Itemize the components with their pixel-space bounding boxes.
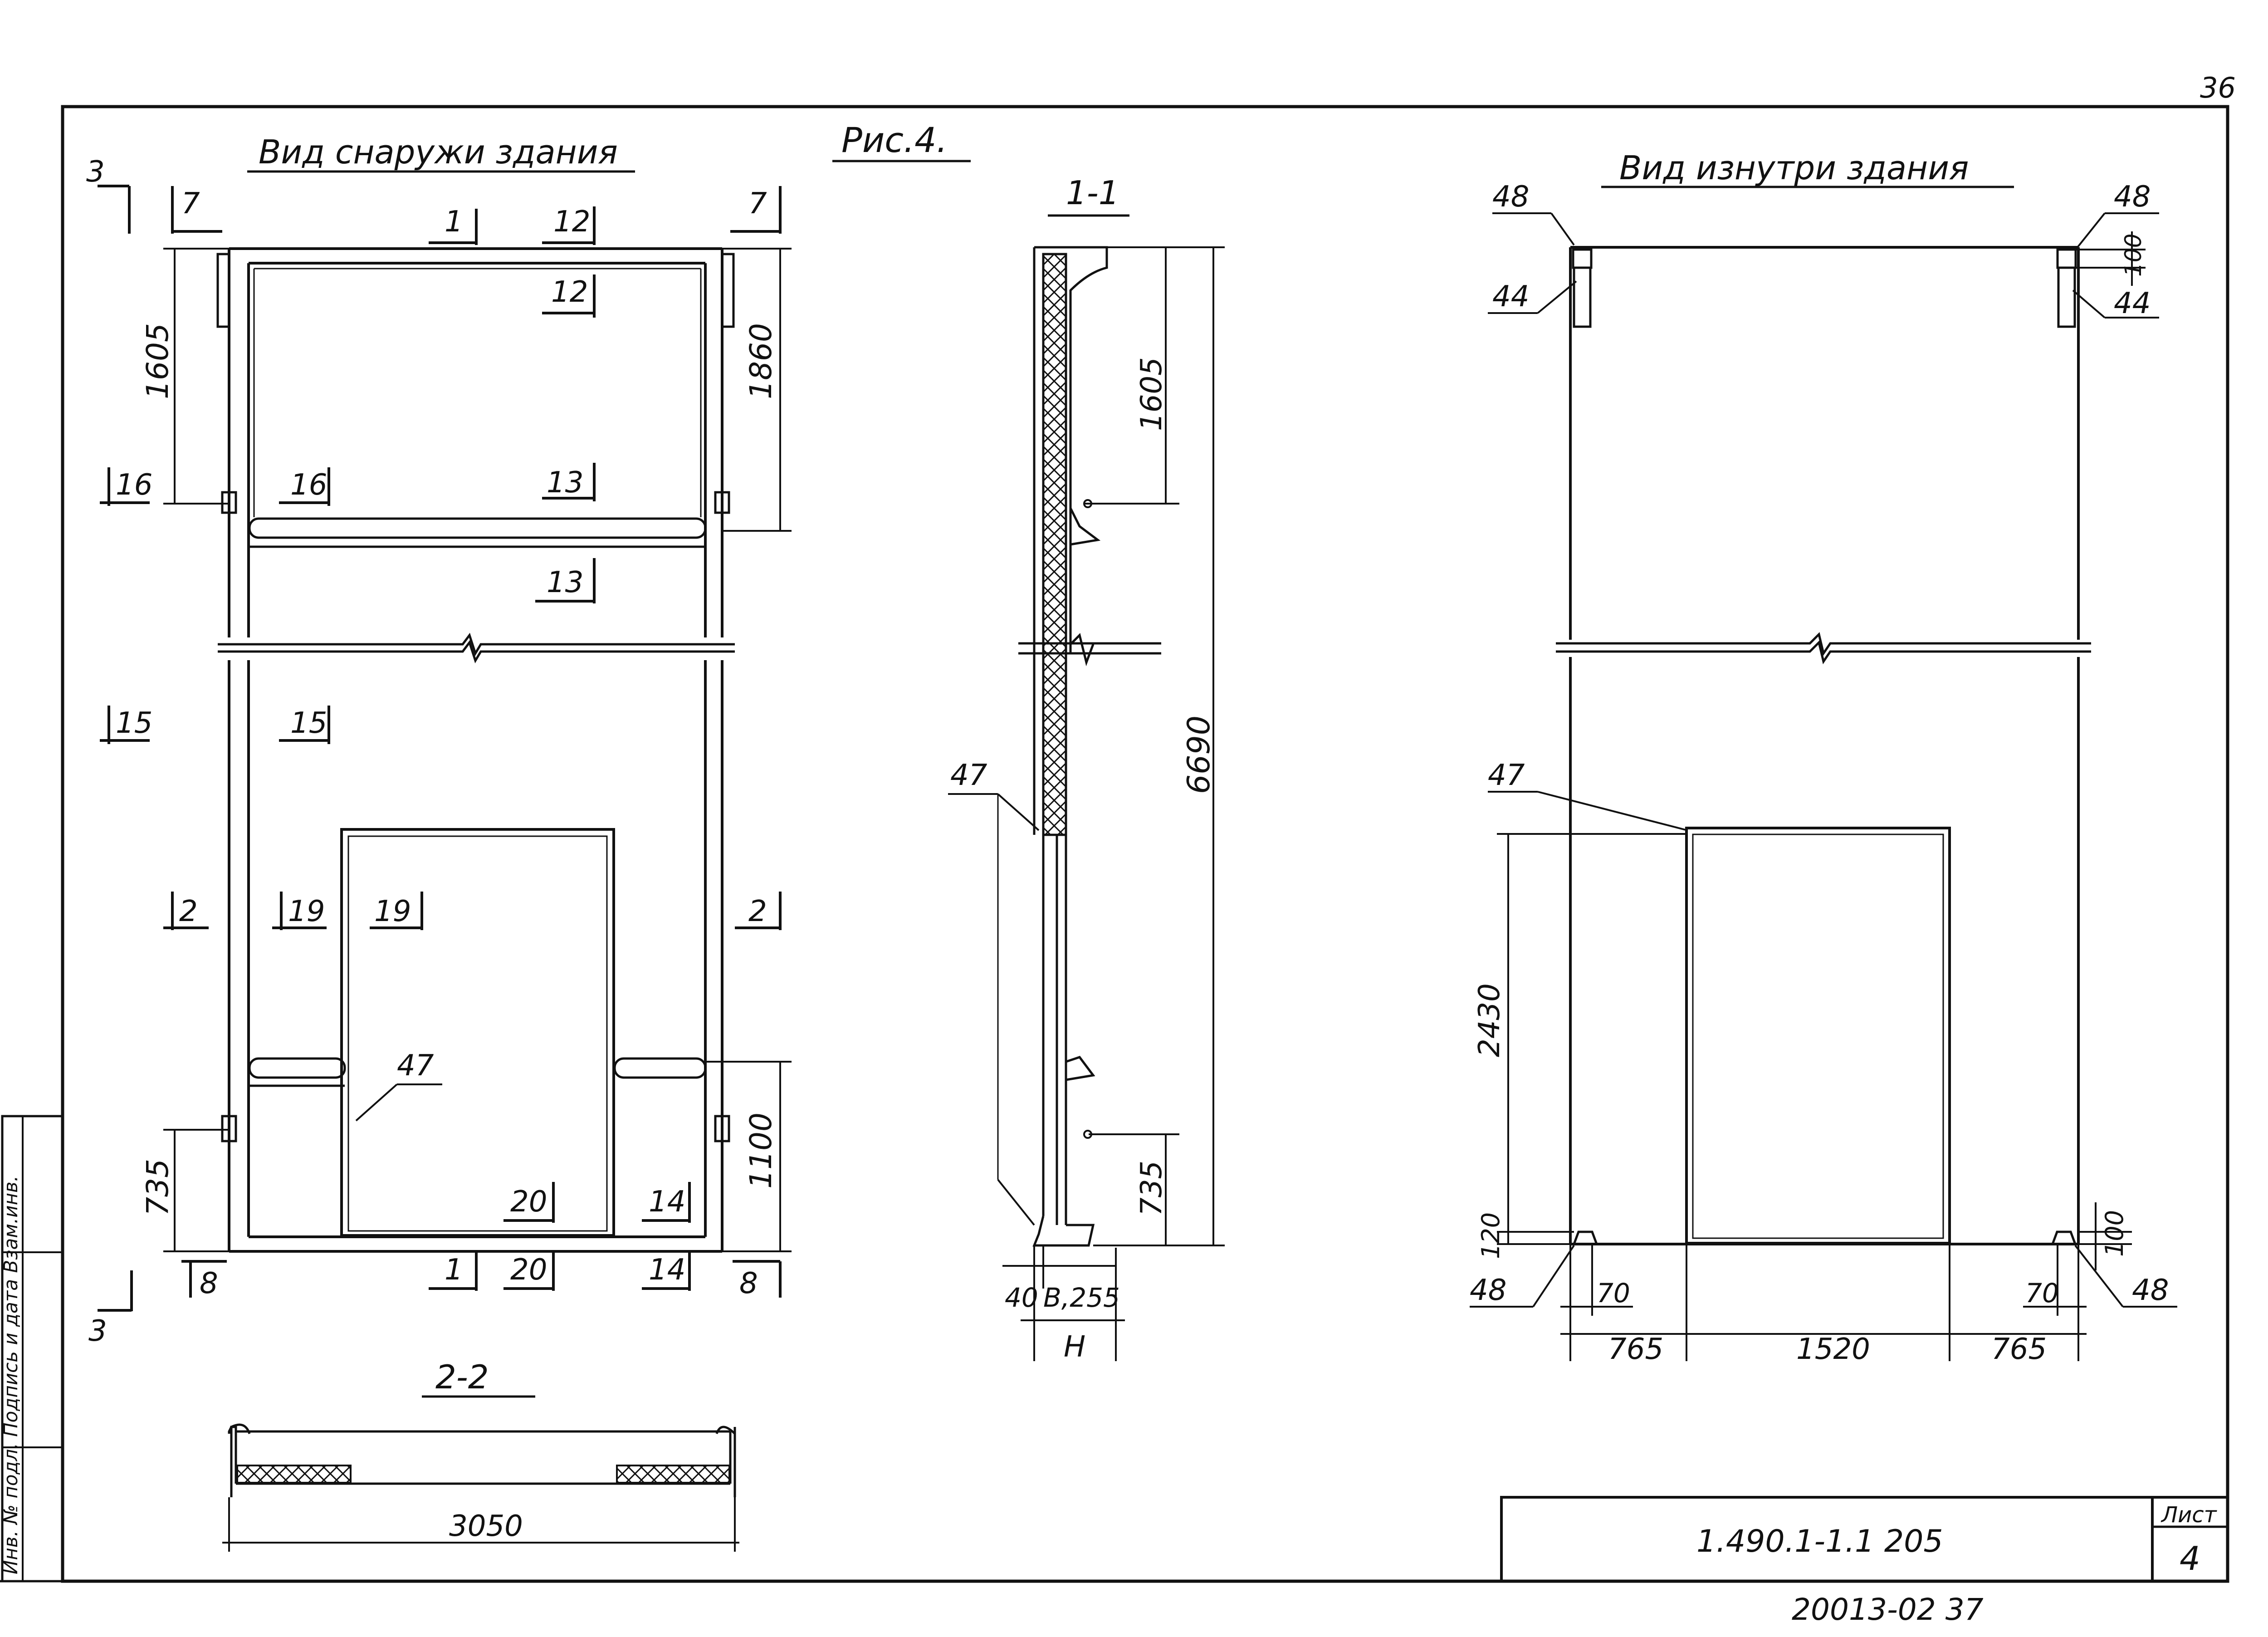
title-block: 1.490.1-1.1 205 Лист 4 20013-02 37 xyxy=(1500,1496,2229,1627)
mark-19-left: 19 xyxy=(288,895,325,928)
dim-1605-outside: 1605 xyxy=(140,323,175,399)
callout-47-inside: 47 xyxy=(1488,759,1525,792)
callout-48-top-left: 48 xyxy=(1492,180,1529,214)
inside-view-title: Вид изнутри здания xyxy=(1619,149,1969,187)
dim-1100: 1100 xyxy=(743,1113,778,1189)
mark-16-right: 16 xyxy=(290,468,327,502)
inside-callout-leaders xyxy=(1470,212,2177,1308)
outside-panel-frame xyxy=(228,247,723,1253)
mark-19-right: 19 xyxy=(374,895,411,928)
inside-embedded-parts xyxy=(1572,248,2077,1245)
mark-3-top: 3 xyxy=(86,155,105,189)
mark-14-bottom: 14 xyxy=(649,1253,685,1287)
dim-h: H xyxy=(1064,1330,1085,1364)
outside-upper-rib xyxy=(248,517,707,548)
dim-6690: 6690 xyxy=(1181,716,1217,794)
sheet-header: Лист xyxy=(2160,1502,2218,1528)
mark-15-right: 15 xyxy=(290,706,327,740)
inside-panel-outline xyxy=(1569,246,2080,1245)
mark-14-upper: 14 xyxy=(649,1185,685,1219)
mark-2-left: 2 xyxy=(179,895,198,928)
outside-dimension-lines xyxy=(163,248,792,1252)
mark-16-left: 16 xyxy=(116,468,152,502)
archive-number: 20013-02 37 xyxy=(1792,1592,1984,1627)
mark-1-bottom: 1 xyxy=(445,1253,463,1287)
lifting-loops xyxy=(216,253,735,1142)
callout-48-bottom-right: 48 xyxy=(2132,1274,2169,1307)
outside-view: Вид снаружи здания xyxy=(86,133,792,1348)
inside-break-line xyxy=(1556,632,2091,665)
section-1-1-title: 1-1 xyxy=(1066,174,1119,212)
outside-callout-47: 47 xyxy=(355,1049,442,1122)
outside-door-opening xyxy=(340,828,615,1237)
dim-1605-section: 1605 xyxy=(1135,357,1168,431)
mark-7-right: 7 xyxy=(748,187,767,221)
dim-735-section: 735 xyxy=(1135,1161,1168,1216)
callout-48-bottom-left: 48 xyxy=(1470,1274,1506,1307)
designation: 1.490.1-1.1 205 xyxy=(1696,1524,1943,1559)
dim-3050: 3050 xyxy=(449,1510,523,1543)
sheet-frame: Инв. № подл. Подпись и дата Взам.инв. xyxy=(0,105,2229,1583)
sheet-number: 4 xyxy=(2180,1539,2200,1578)
inside-dimension-lines xyxy=(1497,231,2146,1361)
section-2-2-title: 2-2 xyxy=(435,1358,489,1396)
dim-1860: 1860 xyxy=(743,323,778,399)
callout-48-top-right: 48 xyxy=(2114,180,2151,214)
dim-1520: 1520 xyxy=(1796,1333,1870,1366)
dim-b255: B,255 xyxy=(1043,1282,1120,1313)
mark-15-left: 15 xyxy=(116,706,152,740)
mark-7-left: 7 xyxy=(181,187,200,221)
dim-40: 40 xyxy=(1005,1282,1038,1313)
mark-20-bottom: 20 xyxy=(510,1253,547,1287)
mark-12-top: 12 xyxy=(553,205,590,239)
mark-13-top: 13 xyxy=(547,466,583,500)
outside-break-line xyxy=(218,632,735,663)
mark-8-left: 8 xyxy=(200,1267,218,1300)
page-number: 36 xyxy=(2200,71,2236,104)
inside-view: Вид изнутри здания xyxy=(1470,149,2177,1366)
callout-44-top-right: 44 xyxy=(2114,287,2151,320)
dim-2430: 2430 xyxy=(1473,983,1506,1057)
mark-2-right: 2 xyxy=(748,895,767,928)
section-2-2: 2-2 3050 xyxy=(222,1358,739,1552)
side-stamp: Инв. № подл. Подпись и дата Взам.инв. xyxy=(0,1176,22,1574)
section-1-1-insulation xyxy=(1042,253,1067,836)
outside-callout-47-label: 47 xyxy=(397,1049,434,1083)
section-callout-47: 47 xyxy=(948,759,1040,1226)
mark-1-top: 1 xyxy=(445,205,463,239)
callout-44-top-left: 44 xyxy=(1492,280,1529,314)
dim-120: 120 xyxy=(1476,1212,1505,1259)
section-marks xyxy=(98,185,782,1312)
dim-735-outside: 735 xyxy=(140,1159,175,1216)
mark-13-bottom: 13 xyxy=(547,566,583,599)
dim-765-right: 765 xyxy=(1991,1333,2047,1366)
dim-70-left: 70 xyxy=(1597,1278,1630,1309)
outside-view-title: Вид снаружи здания xyxy=(259,133,618,171)
dim-100-top: 100 xyxy=(2120,234,2146,277)
mark-20-upper: 20 xyxy=(510,1185,547,1219)
section-mark-labels: 3 7 7 1 12 12 16 16 13 13 15 15 2 19 19 … xyxy=(86,155,767,1348)
section-1-1: 1-1 xyxy=(948,174,1225,1364)
mark-3-bottom: 3 xyxy=(88,1314,107,1348)
dim-765-left: 765 xyxy=(1608,1333,1663,1366)
outside-lower-rib xyxy=(248,1057,707,1087)
dim-100-bottom: 100 xyxy=(2100,1210,2129,1257)
mark-12-second: 12 xyxy=(551,275,588,309)
section-2-2-left-insulation xyxy=(236,1465,352,1484)
section-2-2-right-insulation xyxy=(616,1465,730,1484)
inside-door-opening xyxy=(1685,827,1951,1245)
dim-70-right: 70 xyxy=(2025,1278,2059,1309)
section-callout-47-label: 47 xyxy=(950,759,987,792)
figure-label: Рис.4. xyxy=(841,120,948,160)
mark-8-right: 8 xyxy=(739,1267,758,1300)
